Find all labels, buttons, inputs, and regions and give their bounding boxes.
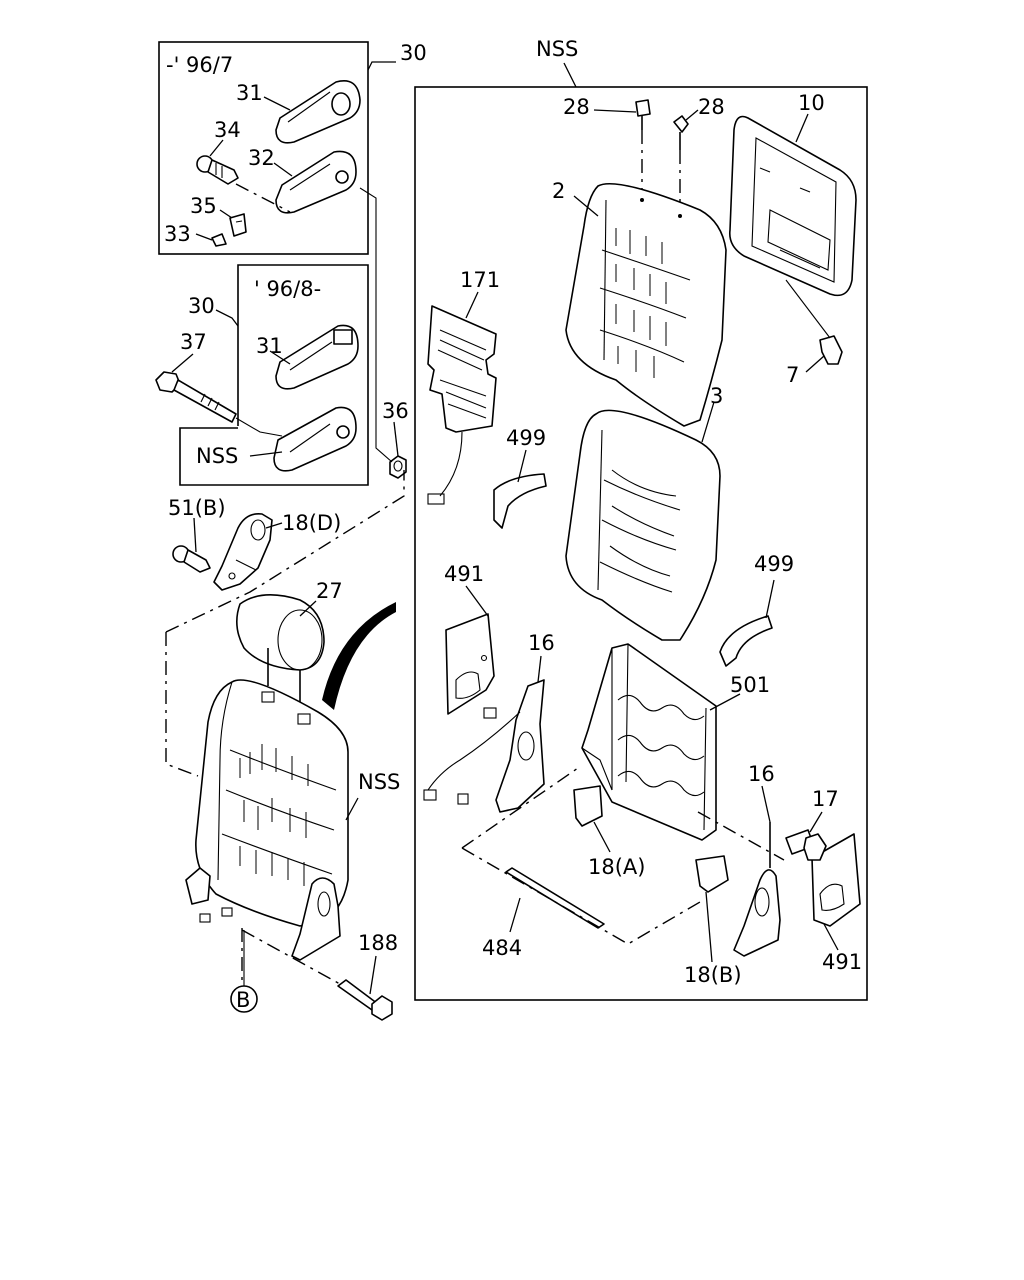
nut-axis-line: [359, 187, 393, 463]
hinge-cover-31-late: [275, 324, 359, 390]
nss-assembly-box: [414, 86, 868, 1001]
recliner-16-right: [733, 822, 781, 957]
label-171: 171: [460, 268, 500, 292]
label-499-right: 499: [754, 552, 794, 576]
label-484: 484: [482, 936, 522, 960]
label-16-left: 16: [528, 631, 555, 655]
label-31-early: 31: [236, 81, 263, 105]
clip-7: [819, 335, 843, 365]
label-10: 10: [798, 91, 825, 115]
label-188: 188: [358, 931, 398, 955]
label-18b: 18(B): [684, 963, 742, 987]
label-34: 34: [214, 118, 241, 142]
frame-axis-line: [697, 811, 785, 861]
label-30-early: 30: [400, 41, 427, 65]
motion-arc: [322, 602, 396, 710]
label-499-left: 499: [506, 426, 546, 450]
early-model-label: -' 96/7: [166, 53, 233, 77]
label-7: 7: [786, 363, 799, 387]
label-nss-top: NSS: [536, 37, 578, 61]
label-35: 35: [190, 194, 217, 218]
bracket-18a: [573, 785, 603, 827]
label-3: 3: [710, 384, 723, 408]
upper-axis-line: [165, 470, 405, 633]
leader-lines: [171, 61, 839, 995]
bracket-18b: [695, 855, 729, 893]
bolt-37: [155, 371, 237, 423]
back-foam-3: [565, 409, 721, 641]
bracket-18d: [213, 512, 273, 591]
label-17: 17: [812, 787, 839, 811]
label-2: 2: [552, 179, 565, 203]
clip-35: [229, 213, 247, 237]
label-491-left: 491: [444, 562, 484, 586]
trim-499-right: [719, 615, 773, 667]
seat-back-assembly: [185, 679, 349, 961]
label-31-late: 31: [256, 334, 283, 358]
label-18a: 18(A): [588, 855, 645, 879]
bolt-axis-lines: [641, 130, 681, 214]
label-circle-b: B: [236, 988, 250, 1012]
label-36: 36: [382, 399, 409, 423]
cap-33: [211, 233, 227, 247]
label-491-right: 491: [822, 950, 862, 974]
early-model-box: [158, 41, 369, 255]
hinge-cover-32: [275, 150, 357, 214]
recliner-16-left: [423, 679, 545, 813]
screw-axis-line: [235, 183, 291, 213]
bolt-188: [337, 979, 393, 1021]
late-model-label: ' 96/8-: [254, 277, 321, 301]
label-32: 32: [248, 146, 275, 170]
label-51b: 51(B): [168, 496, 226, 520]
label-30-late: 30: [188, 294, 215, 318]
bolt-17: [785, 829, 827, 861]
label-18d: 18(D): [282, 511, 341, 535]
label-nss-hinge: NSS: [196, 444, 238, 468]
late-model-box: [179, 264, 369, 486]
back-assembly-axis: [241, 928, 341, 985]
back-pad-2: [565, 183, 727, 427]
label-33: 33: [164, 222, 191, 246]
seat-frame-501: [581, 643, 717, 841]
label-16-right: 16: [748, 762, 775, 786]
label-nss-back: NSS: [358, 770, 400, 794]
cover-491-left: [445, 613, 495, 715]
back-panel-10: [728, 115, 857, 297]
label-27: 27: [316, 579, 343, 603]
label-37: 37: [180, 330, 207, 354]
screw-51b: [172, 545, 211, 573]
label-28-right: 28: [698, 95, 725, 119]
trim-499-left: [493, 473, 547, 529]
screw-34: [196, 155, 239, 185]
bolt-axis-line: [235, 417, 283, 437]
bolt-28-right: [673, 115, 689, 150]
cover-491-right: [811, 833, 861, 927]
hinge-cover-31-early: [275, 80, 361, 144]
label-28-left: 28: [563, 95, 590, 119]
rod-axis-lines: [461, 767, 701, 945]
left-axis-line: [165, 632, 199, 777]
hinge-cover-nss: [273, 406, 357, 472]
bolt-28-left: [635, 99, 651, 130]
clip-axis: [785, 279, 831, 339]
label-501: 501: [730, 673, 770, 697]
heater-mat-171: [427, 305, 497, 505]
